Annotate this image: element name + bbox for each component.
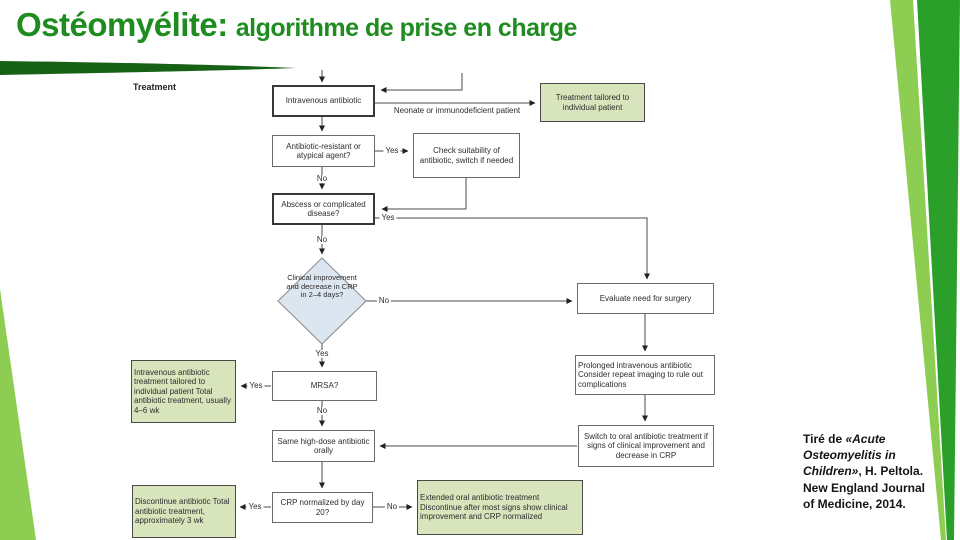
- flow-node-crp-normalized: CRP normalized by day 20?: [272, 492, 373, 523]
- edge-label-no: No: [376, 296, 392, 305]
- flow-node-treatment-tailored: Treatment tailored to individual patient: [540, 83, 645, 122]
- edge-label-yes: Yes: [379, 213, 397, 222]
- edge-label-neonate: Neonate or immunodeficient patient: [393, 106, 521, 115]
- slide-title-sub: algorithme de prise en charge: [235, 14, 578, 42]
- flow-node-same-high-dose: Same high-dose antibiotic orally: [272, 430, 375, 462]
- flow-node-switch-oral: Switch to oral antibiotic treatment if s…: [578, 425, 714, 467]
- figure-section-label: Treatment: [133, 82, 177, 92]
- flow-node-antibiotic-resistant: Antibiotic-resistant or atypical agent?: [272, 135, 375, 167]
- edge-label-yes: Yes: [313, 349, 331, 358]
- bottom-left-wedge: [0, 289, 36, 540]
- flow-node-check-suitability: Check suitability of antibiotic, switch …: [413, 133, 520, 178]
- edge-label-yes: Yes: [383, 146, 401, 155]
- slide-title-main: Ostéomyélite:: [16, 6, 228, 43]
- title-underline-swoosh: [0, 61, 296, 75]
- flow-node-evaluate-surgery: Evaluate need for surgery: [577, 283, 714, 314]
- citation: Tiré de «Acute Osteomyelitis in Children…: [803, 431, 935, 512]
- flow-node-intravenous-antibiotic: Intravenous antibiotic: [272, 85, 375, 117]
- decision-diamond-crp-improvement: [277, 257, 367, 345]
- flow-node-abscess: Abscess or complicated disease?: [272, 193, 375, 225]
- flow-node-prolonged-iv: Prolonged intravenous antibiotic Conside…: [575, 355, 715, 395]
- flow-node-discontinue: Discontinue antibiotic Total antibiotic …: [132, 485, 236, 538]
- edge-label-no: No: [314, 406, 330, 415]
- flow-node-iv-tailored-long: Intravenous antibiotic treatment tailore…: [131, 360, 236, 423]
- edge-label-no: No: [314, 235, 330, 244]
- citation-prefix: Tiré de: [803, 432, 846, 446]
- slide-title: Ostéomyélite:algorithme de prise en char…: [16, 6, 577, 44]
- edge-label-yes: Yes: [247, 381, 265, 390]
- edge-label-no: No: [314, 174, 330, 183]
- flow-node-extended-oral: Extended oral antibiotic treatment Disco…: [417, 480, 583, 535]
- edge-label-yes: Yes: [246, 502, 264, 511]
- flow-node-crp-improvement: Clinical improvement and decrease in CRP…: [286, 273, 358, 300]
- citation-work-title: «Acute Osteomyelitis in Children»: [803, 432, 896, 479]
- flow-node-mrsa: MRSA?: [272, 371, 377, 401]
- edge-label-no: No: [384, 502, 400, 511]
